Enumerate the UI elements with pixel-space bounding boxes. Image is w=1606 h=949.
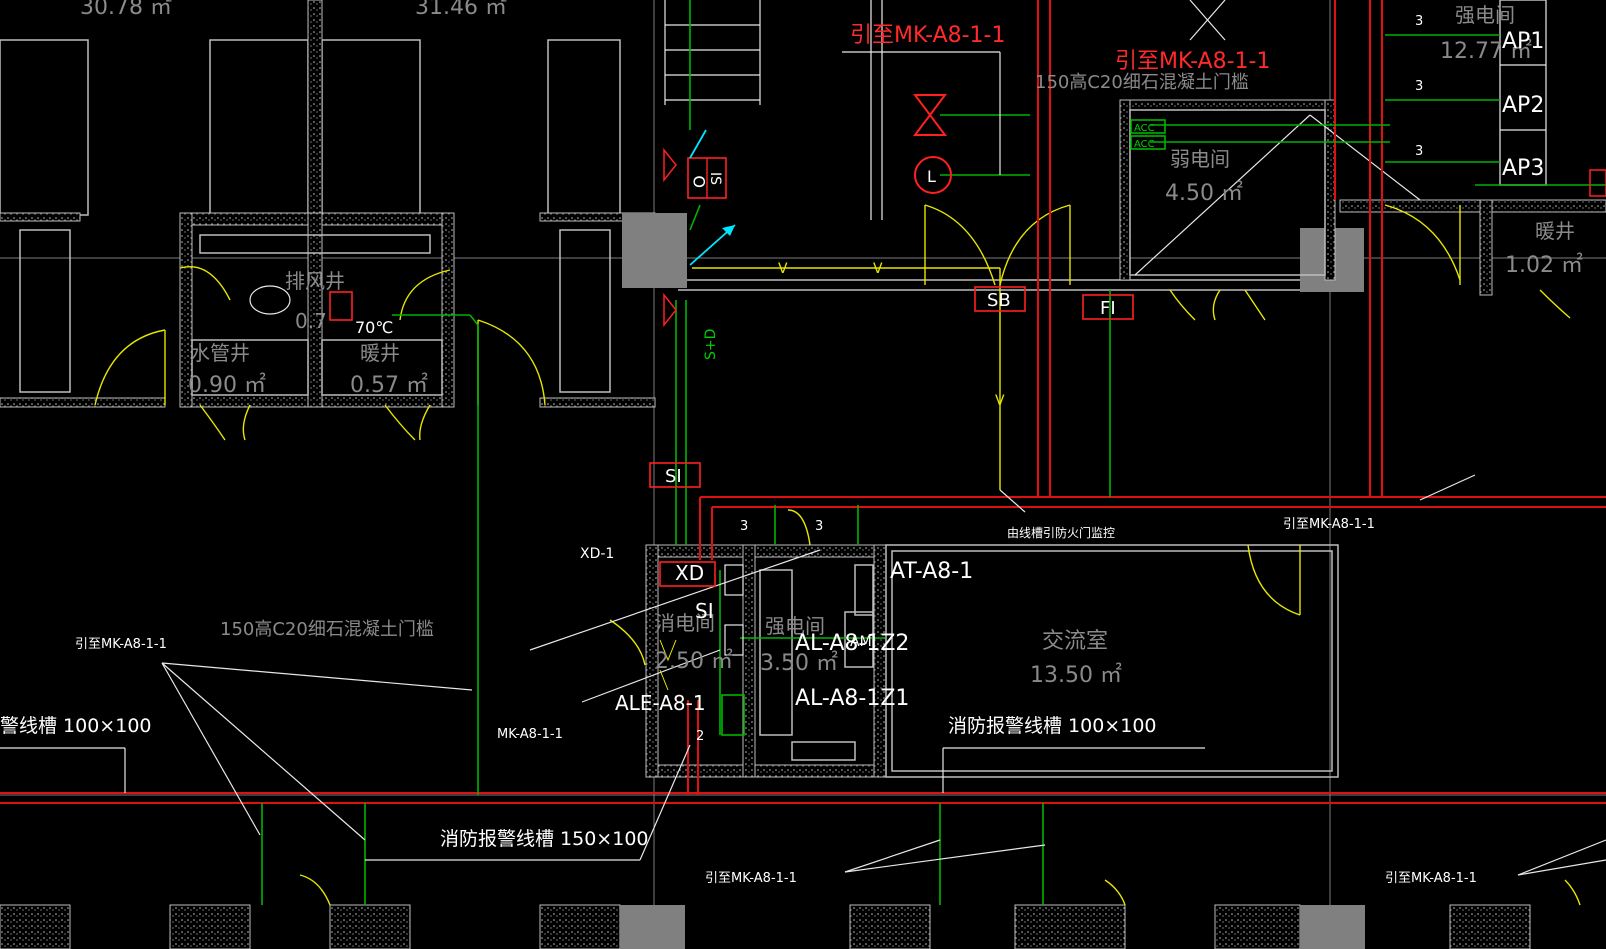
num-3-c: 3 (1415, 14, 1423, 29)
al-z1-label: AL-A8-1Z1 (795, 686, 909, 711)
yin-zhi-left: 引至MK-A8-1-1 (75, 637, 167, 652)
walls-bottom (0, 874, 1581, 949)
note-labels: 引至MK-A8-1-1 MK-A8-1-1 由线槽引防火门监控 引至MK-A8-… (0, 517, 1477, 886)
level-sensor-icon (914, 156, 952, 194)
mk-left: MK-A8-1-1 (497, 727, 563, 742)
boxed-symbols: SB FI SI L O IS S+D (649, 167, 1134, 587)
ale-label: ALE-A8-1 (615, 691, 706, 715)
fire-door-note: 由线槽引防火门监控 (1007, 525, 1115, 540)
num-3-e: 3 (1415, 144, 1423, 159)
red-conduits (0, 0, 1606, 804)
al-z2-label: AL-A8-1Z2 (795, 631, 909, 656)
room-qiang-dian-top-area: 12.77 ㎡ (1440, 38, 1532, 64)
walls-top-left (0, 0, 656, 408)
at-label: AT-A8-1 (890, 559, 973, 584)
equipment-labels: 70℃ XD-1 XD SI AT-A8-1 AL-A8-1Z2 AM AL-A… (355, 14, 1423, 744)
yin-zhi-bottom-mid: 引至MK-A8-1-1 (705, 871, 797, 886)
ap-panels: AP1 AP2 AP3 ACC ACC (1134, 29, 1606, 197)
yin-zhi-bottom-right: 引至MK-A8-1-1 (1385, 871, 1477, 886)
room-nuan-right-area: 1.02 ㎡ (1505, 252, 1583, 278)
symbol-fi: FI (1100, 298, 1116, 319)
num-2: 2 (696, 729, 704, 744)
yin-zhi-label-2: 引至MK-A8-1-1 (1115, 49, 1270, 74)
am-label: AM (850, 634, 872, 650)
yellow-lines (692, 267, 1001, 490)
room-qiang-dian-top-name: 强电间 (1455, 3, 1515, 27)
room-qiang-dian-mid-area: 3.50 ㎡ (760, 650, 838, 676)
xd1-label: XD-1 (580, 546, 614, 562)
panel-acc-2: ACC (1134, 139, 1155, 150)
symbols (249, 94, 952, 691)
area-top-mid: 31.46 ㎡ (415, 0, 507, 20)
yin-zhi-right: 引至MK-A8-1-1 (1283, 517, 1375, 532)
electrical-room-block (609, 509, 1339, 778)
temp-label: 70℃ (355, 318, 393, 337)
doors-corridor (924, 204, 1571, 321)
v-mark-2: V (873, 261, 883, 277)
room-shui-guan-area: 0.90 ㎡ (188, 372, 266, 398)
room-shui-guan-name: 水管井 (190, 341, 250, 365)
symbol-si: SI (665, 466, 682, 487)
si-inner-label: SI (695, 599, 714, 623)
room-nuan-left-name: 暖井 (360, 341, 400, 365)
symbol-sb: SB (987, 290, 1011, 311)
num-3-b: 3 (815, 519, 823, 534)
room-labels: 排风井 0.7 水管井 0.90 ㎡ 暖井 0.57 ㎡ 弱电间 4.50 ㎡ … (188, 3, 1583, 688)
v-mark-3: V (995, 393, 1005, 409)
room-ruo-dian-name: 弱电间 (1170, 147, 1230, 171)
threshold-top: 150高C20细石混凝土门槛 (1035, 72, 1249, 93)
room-nuan-left-area: 0.57 ㎡ (350, 372, 428, 398)
tray-bottom: 消防报警线槽 150×100 (440, 828, 649, 850)
threshold-mid: 150高C20细石混凝土门槛 (220, 619, 434, 640)
panel-ap3: AP3 (1502, 156, 1544, 181)
symbol-is: IS (707, 172, 723, 185)
num-3-a: 3 (740, 519, 748, 534)
v-mark-1: V (778, 261, 788, 277)
tray-mid: 消防报警线槽 100×100 (948, 715, 1157, 737)
threshold-labels: 150高C20细石混凝土门槛 150高C20细石混凝土门槛 (220, 72, 1249, 640)
yin-zhi-label-1: 引至MK-A8-1-1 (850, 23, 1005, 48)
room-jiao-liu-area: 13.50 ㎡ (1030, 662, 1122, 688)
panel-ap1: AP1 (1502, 29, 1544, 54)
room-pai-feng-name: 排风井 (285, 269, 345, 293)
panel-ap2: AP2 (1502, 93, 1544, 118)
panel-acc-1: ACC (1134, 123, 1155, 134)
room-pai-feng-area: 0.7 (295, 309, 327, 333)
room-jiao-liu-name: 交流室 (1042, 629, 1108, 654)
room-xiao-dian-area: 2.50 ㎡ (655, 648, 733, 674)
symbol-l: L (927, 167, 936, 186)
red-labels: 引至MK-A8-1-1 引至MK-A8-1-1 (850, 23, 1270, 74)
green-conduits (261, 0, 1606, 905)
area-top-left: 30.78 ㎡ (80, 0, 172, 20)
xd-box-label: XD (675, 561, 704, 585)
leader-lines (0, 51, 1606, 876)
symbol-o: O (690, 175, 709, 188)
num-3-d: 3 (1415, 79, 1423, 94)
stairs (664, 0, 883, 220)
room-nuan-right-name: 暖井 (1535, 219, 1575, 243)
room-qiang-dian-mid-name: 强电间 (765, 614, 825, 638)
room-xiao-dian-name: 消电间 (655, 611, 715, 635)
tray-left: 警线槽 100×100 (0, 715, 152, 737)
corridor-walls (622, 0, 1606, 296)
symbol-s-plus-d: S+D (703, 329, 719, 360)
room-ruo-dian-area: 4.50 ㎡ (1165, 180, 1243, 206)
area-labels-top: 30.78 ㎡ 31.46 ㎡ (80, 0, 507, 20)
